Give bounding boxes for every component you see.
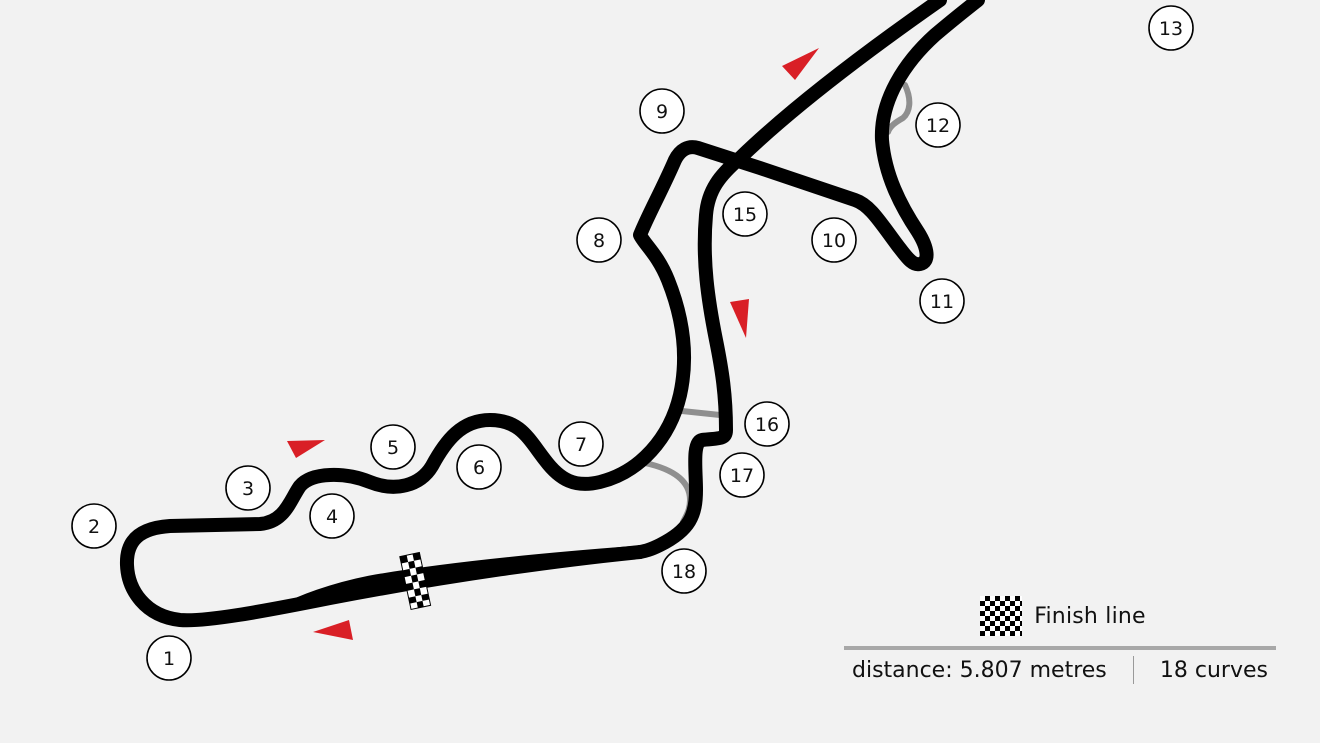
corner-marker-5: 5 bbox=[370, 424, 416, 470]
legend-divider bbox=[844, 646, 1276, 650]
corner-marker-18: 18 bbox=[661, 548, 707, 594]
corner-circle bbox=[719, 452, 765, 498]
corner-circle bbox=[919, 278, 965, 324]
corner-number: 12 bbox=[926, 115, 950, 137]
corner-circle bbox=[576, 217, 622, 263]
corner-marker-4: 4 bbox=[309, 493, 355, 539]
corner-circle bbox=[1148, 5, 1194, 51]
finish-line-legend: Finish line bbox=[844, 594, 1276, 638]
corner-number: 17 bbox=[730, 465, 754, 487]
corner-circle bbox=[722, 191, 768, 237]
checkered-flag-icon bbox=[980, 596, 1023, 636]
legend: Finish line distance: 5.807 metres 18 cu… bbox=[844, 594, 1276, 684]
corner-marker-12: 12 bbox=[915, 102, 961, 148]
corner-number: 5 bbox=[387, 437, 399, 459]
corner-number: 7 bbox=[575, 434, 587, 456]
corner-circle bbox=[558, 421, 604, 467]
corner-number: 3 bbox=[242, 478, 254, 500]
corner-marker-17: 17 bbox=[719, 452, 765, 498]
direction-arrow-icon bbox=[313, 620, 353, 640]
corner-marker-10: 10 bbox=[811, 217, 857, 263]
corner-number: 8 bbox=[593, 230, 605, 252]
curves-text: 18 curves bbox=[1159, 657, 1268, 683]
track-stats: distance: 5.807 metres 18 curves bbox=[844, 656, 1276, 684]
corner-marker-3: 3 bbox=[225, 465, 271, 511]
corner-circle bbox=[370, 424, 416, 470]
corner-number: 9 bbox=[656, 101, 668, 123]
corner-marker-15: 15 bbox=[722, 191, 768, 237]
corner-circle bbox=[456, 444, 502, 490]
corner-marker-9: 9 bbox=[639, 88, 685, 134]
stats-separator bbox=[1132, 656, 1134, 684]
corner-number: 10 bbox=[822, 230, 846, 252]
corner-circle bbox=[744, 401, 790, 447]
corner-circle bbox=[71, 503, 117, 549]
corner-marker-6: 6 bbox=[456, 444, 502, 490]
corner-number: 15 bbox=[733, 204, 757, 226]
corner-circle bbox=[639, 88, 685, 134]
corner-number: 6 bbox=[473, 457, 485, 479]
corner-circle bbox=[915, 102, 961, 148]
direction-arrow-icon bbox=[730, 299, 749, 338]
corner-number: 4 bbox=[326, 506, 338, 528]
corner-circle bbox=[661, 548, 707, 594]
corner-circle bbox=[811, 217, 857, 263]
corner-circle bbox=[146, 635, 192, 681]
corner-marker-13: 13 bbox=[1148, 5, 1194, 51]
corner-circle bbox=[309, 493, 355, 539]
direction-arrow-icon bbox=[782, 48, 819, 80]
corner-number: 1 bbox=[163, 648, 175, 670]
track bbox=[120, 0, 985, 628]
corner-circle bbox=[225, 465, 271, 511]
direction-arrows bbox=[287, 48, 819, 640]
corner-number: 18 bbox=[672, 561, 696, 583]
corner-number: 13 bbox=[1159, 18, 1183, 40]
corner-marker-7: 7 bbox=[558, 421, 604, 467]
corner-marker-8: 8 bbox=[576, 217, 622, 263]
corner-number: 16 bbox=[755, 414, 779, 436]
distance-text: distance: 5.807 metres bbox=[852, 657, 1107, 683]
corner-number: 11 bbox=[930, 291, 954, 313]
finish-line-label: Finish line bbox=[1034, 603, 1146, 629]
direction-arrow-icon bbox=[287, 440, 325, 458]
corner-number: 2 bbox=[88, 516, 100, 538]
finish-line-marker bbox=[399, 551, 432, 611]
corner-marker-16: 16 bbox=[744, 401, 790, 447]
corner-marker-1: 1 bbox=[146, 635, 192, 681]
corner-marker-11: 11 bbox=[919, 278, 965, 324]
corner-marker-2: 2 bbox=[71, 503, 117, 549]
